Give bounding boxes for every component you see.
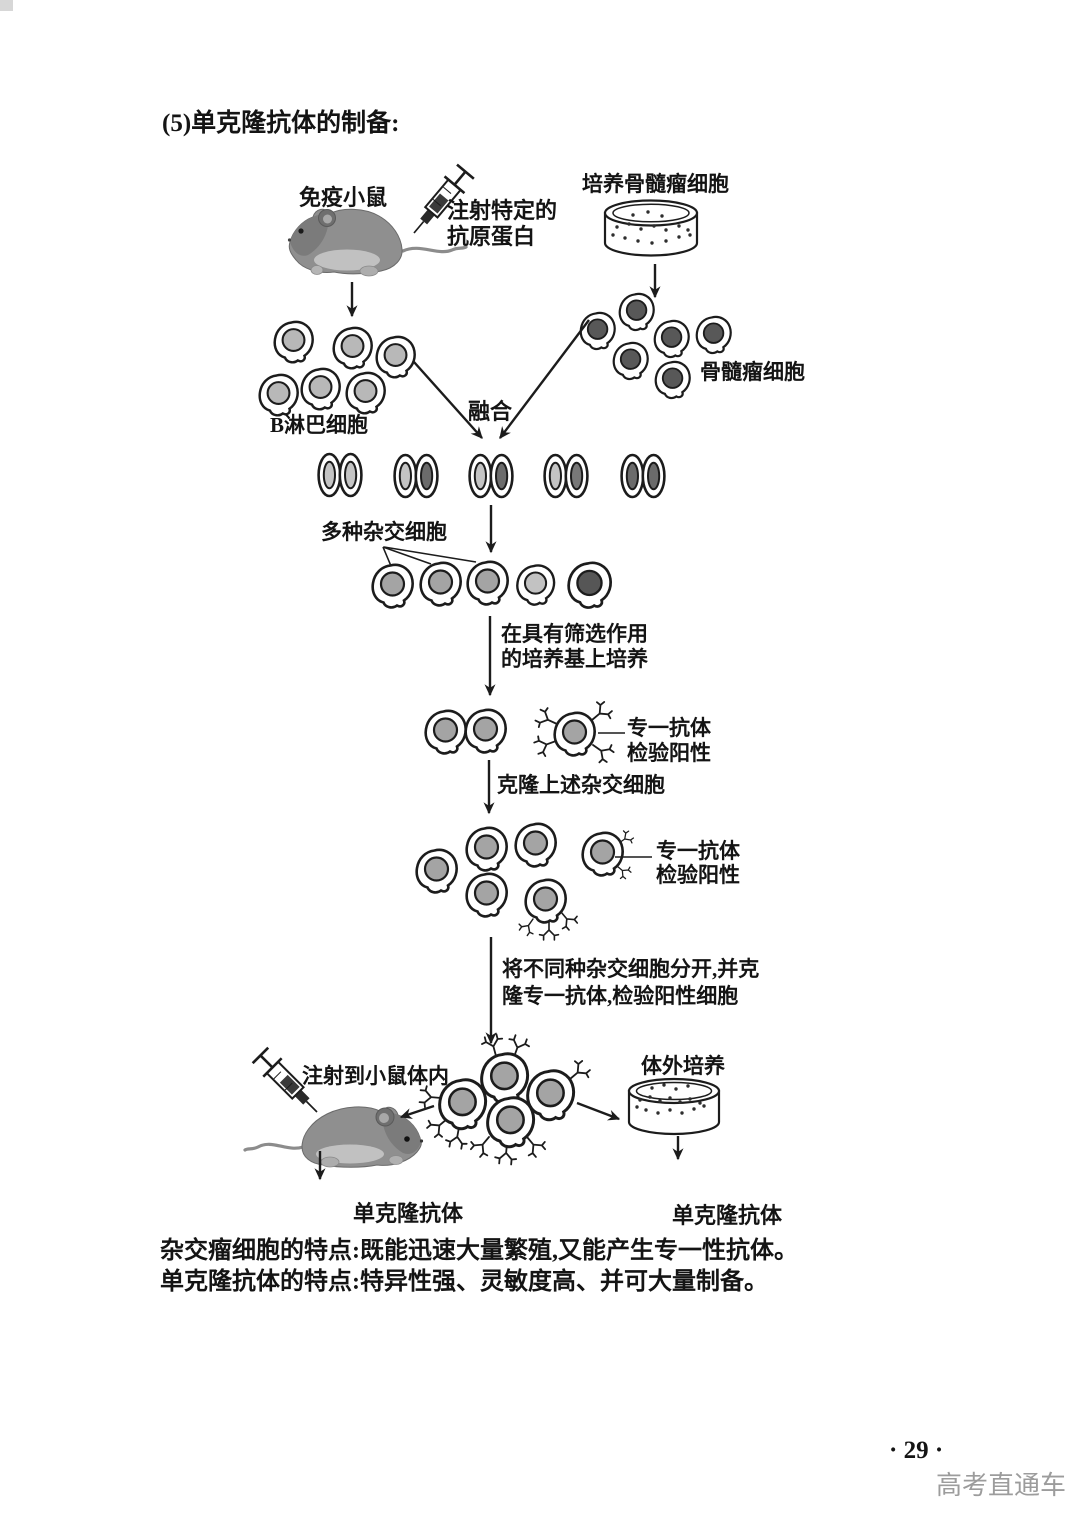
arrow-bcells-to-fusion [413,361,483,439]
note-hybridoma-traits: 杂交瘤细胞的特点:既能迅速大量繁殖,又能产生专一性抗体。 [160,1238,798,1264]
note-monoclonal-traits: 单克隆抗体的特点:特异性强、灵敏度高、并可大量制备。 [160,1269,768,1295]
label-specific-antibody-1-line1: 专一抗体 [627,716,711,740]
petri-dish-bottom [627,1077,721,1136]
pointer-line [383,546,477,563]
label-culture-myeloma: 培养骨髓瘤细胞 [582,172,729,196]
label-inject-into-mouse: 注射到小鼠体内 [302,1064,449,1088]
label-in-vitro-culture: 体外培养 [641,1054,725,1078]
label-selective-medium-line2: 的培养基上培养 [501,647,648,671]
page-number: · 29 · [889,1437,944,1464]
pointer-line [382,546,432,565]
dish-cells-dots [635,1083,706,1115]
cloned-cell-cluster [415,822,636,941]
label-clone-hybrids: 克隆上述杂交细胞 [497,773,665,797]
label-hybrid-cells: 多种杂交细胞 [321,520,447,544]
dish-cells-dots [611,210,692,245]
b-lymphocyte-cells [258,320,416,417]
label-selective-medium-line1: 在具有筛选作用 [501,622,648,646]
hybrid-cell-row [371,560,612,609]
petri-dish-top [603,199,699,257]
antibody-secreting-cell [581,827,636,882]
fused-cell-pairs [317,452,666,499]
label-immunize-mouse: 免疫小鼠 [299,185,388,210]
label-separate-line2: 隆专一抗体,检验阳性细胞 [502,984,739,1008]
screened-cells [424,697,618,767]
label-monoclonal-antibody-right: 单克隆抗体 [672,1203,783,1228]
arrow-myeloma-to-fusion [499,319,590,439]
label-specific-antibody-2-line1: 专一抗体 [656,839,740,863]
scan-smudge [0,0,13,11]
watermark: 高考直通车 [936,1471,1067,1500]
label-connectors [382,546,652,858]
antibody-secreting-cell [515,878,582,941]
label-b-lymphocytes: B淋巴细胞 [270,413,369,437]
label-fusion: 融合 [468,399,513,424]
label-specific-antibody-2-line2: 检验阳性 [656,863,740,887]
label-monoclonal-antibody-left: 单克隆抗体 [353,1201,464,1226]
arrow-to-mouse [399,1104,435,1119]
flow-arrows [314,264,684,1181]
label-myeloma-cells: 骨髓瘤细胞 [700,360,805,384]
pointer-line [382,546,392,567]
label-inject-antigen-line2: 抗原蛋白 [447,224,536,249]
mouse-illustration-bottom [243,1106,424,1168]
mouse-illustration-top [287,208,468,277]
page-title: (5)单克隆抗体的制备: [162,110,400,137]
arrow-to-dish [576,1101,621,1121]
positive-hybridoma-cluster [418,1032,594,1166]
label-specific-antibody-1-line2: 检验阳性 [627,741,711,765]
label-inject-antigen-line1: 注射特定的 [447,198,558,223]
antibody-secreting-cell [531,697,618,767]
label-separate-line1: 将不同种杂交细胞分开,并克 [502,957,760,981]
